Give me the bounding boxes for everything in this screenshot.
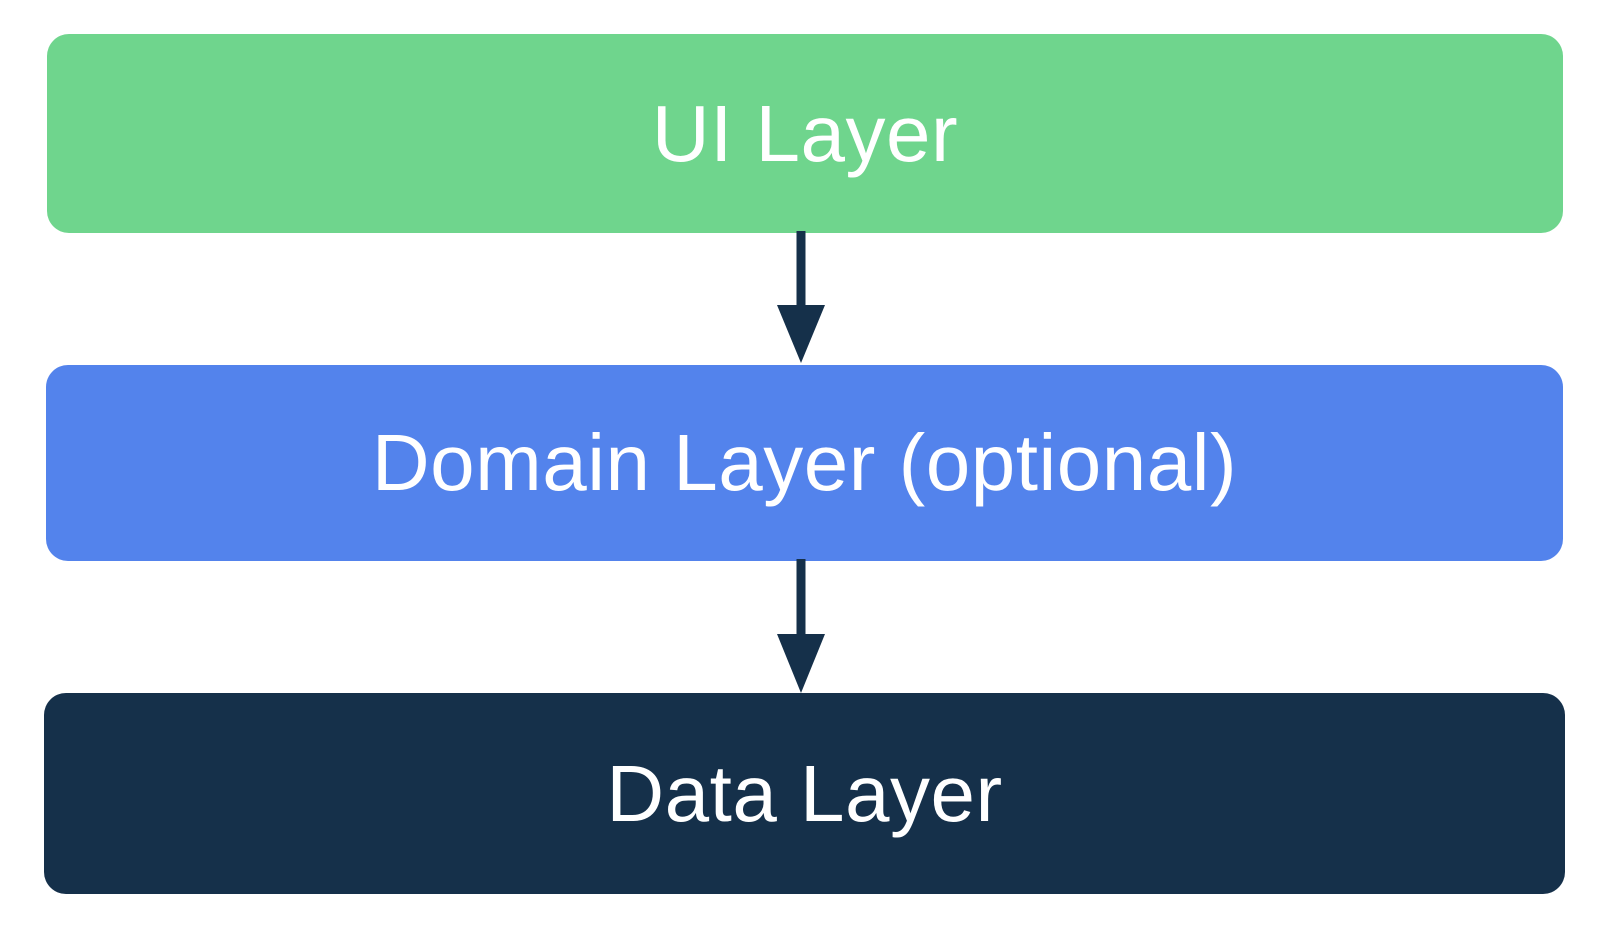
layer-label-ui: UI Layer xyxy=(651,88,959,178)
layer-label-data: Data Layer xyxy=(606,748,1003,838)
arrow-domain-to-data xyxy=(777,559,825,693)
layer-box-domain[interactable]: Domain Layer (optional) xyxy=(46,365,1563,561)
arrow-ui-to-domain xyxy=(777,231,825,363)
layer-box-ui[interactable]: UI Layer xyxy=(47,34,1563,233)
layer-label-domain: Domain Layer (optional) xyxy=(371,418,1238,507)
layer-box-data[interactable]: Data Layer xyxy=(44,693,1565,894)
